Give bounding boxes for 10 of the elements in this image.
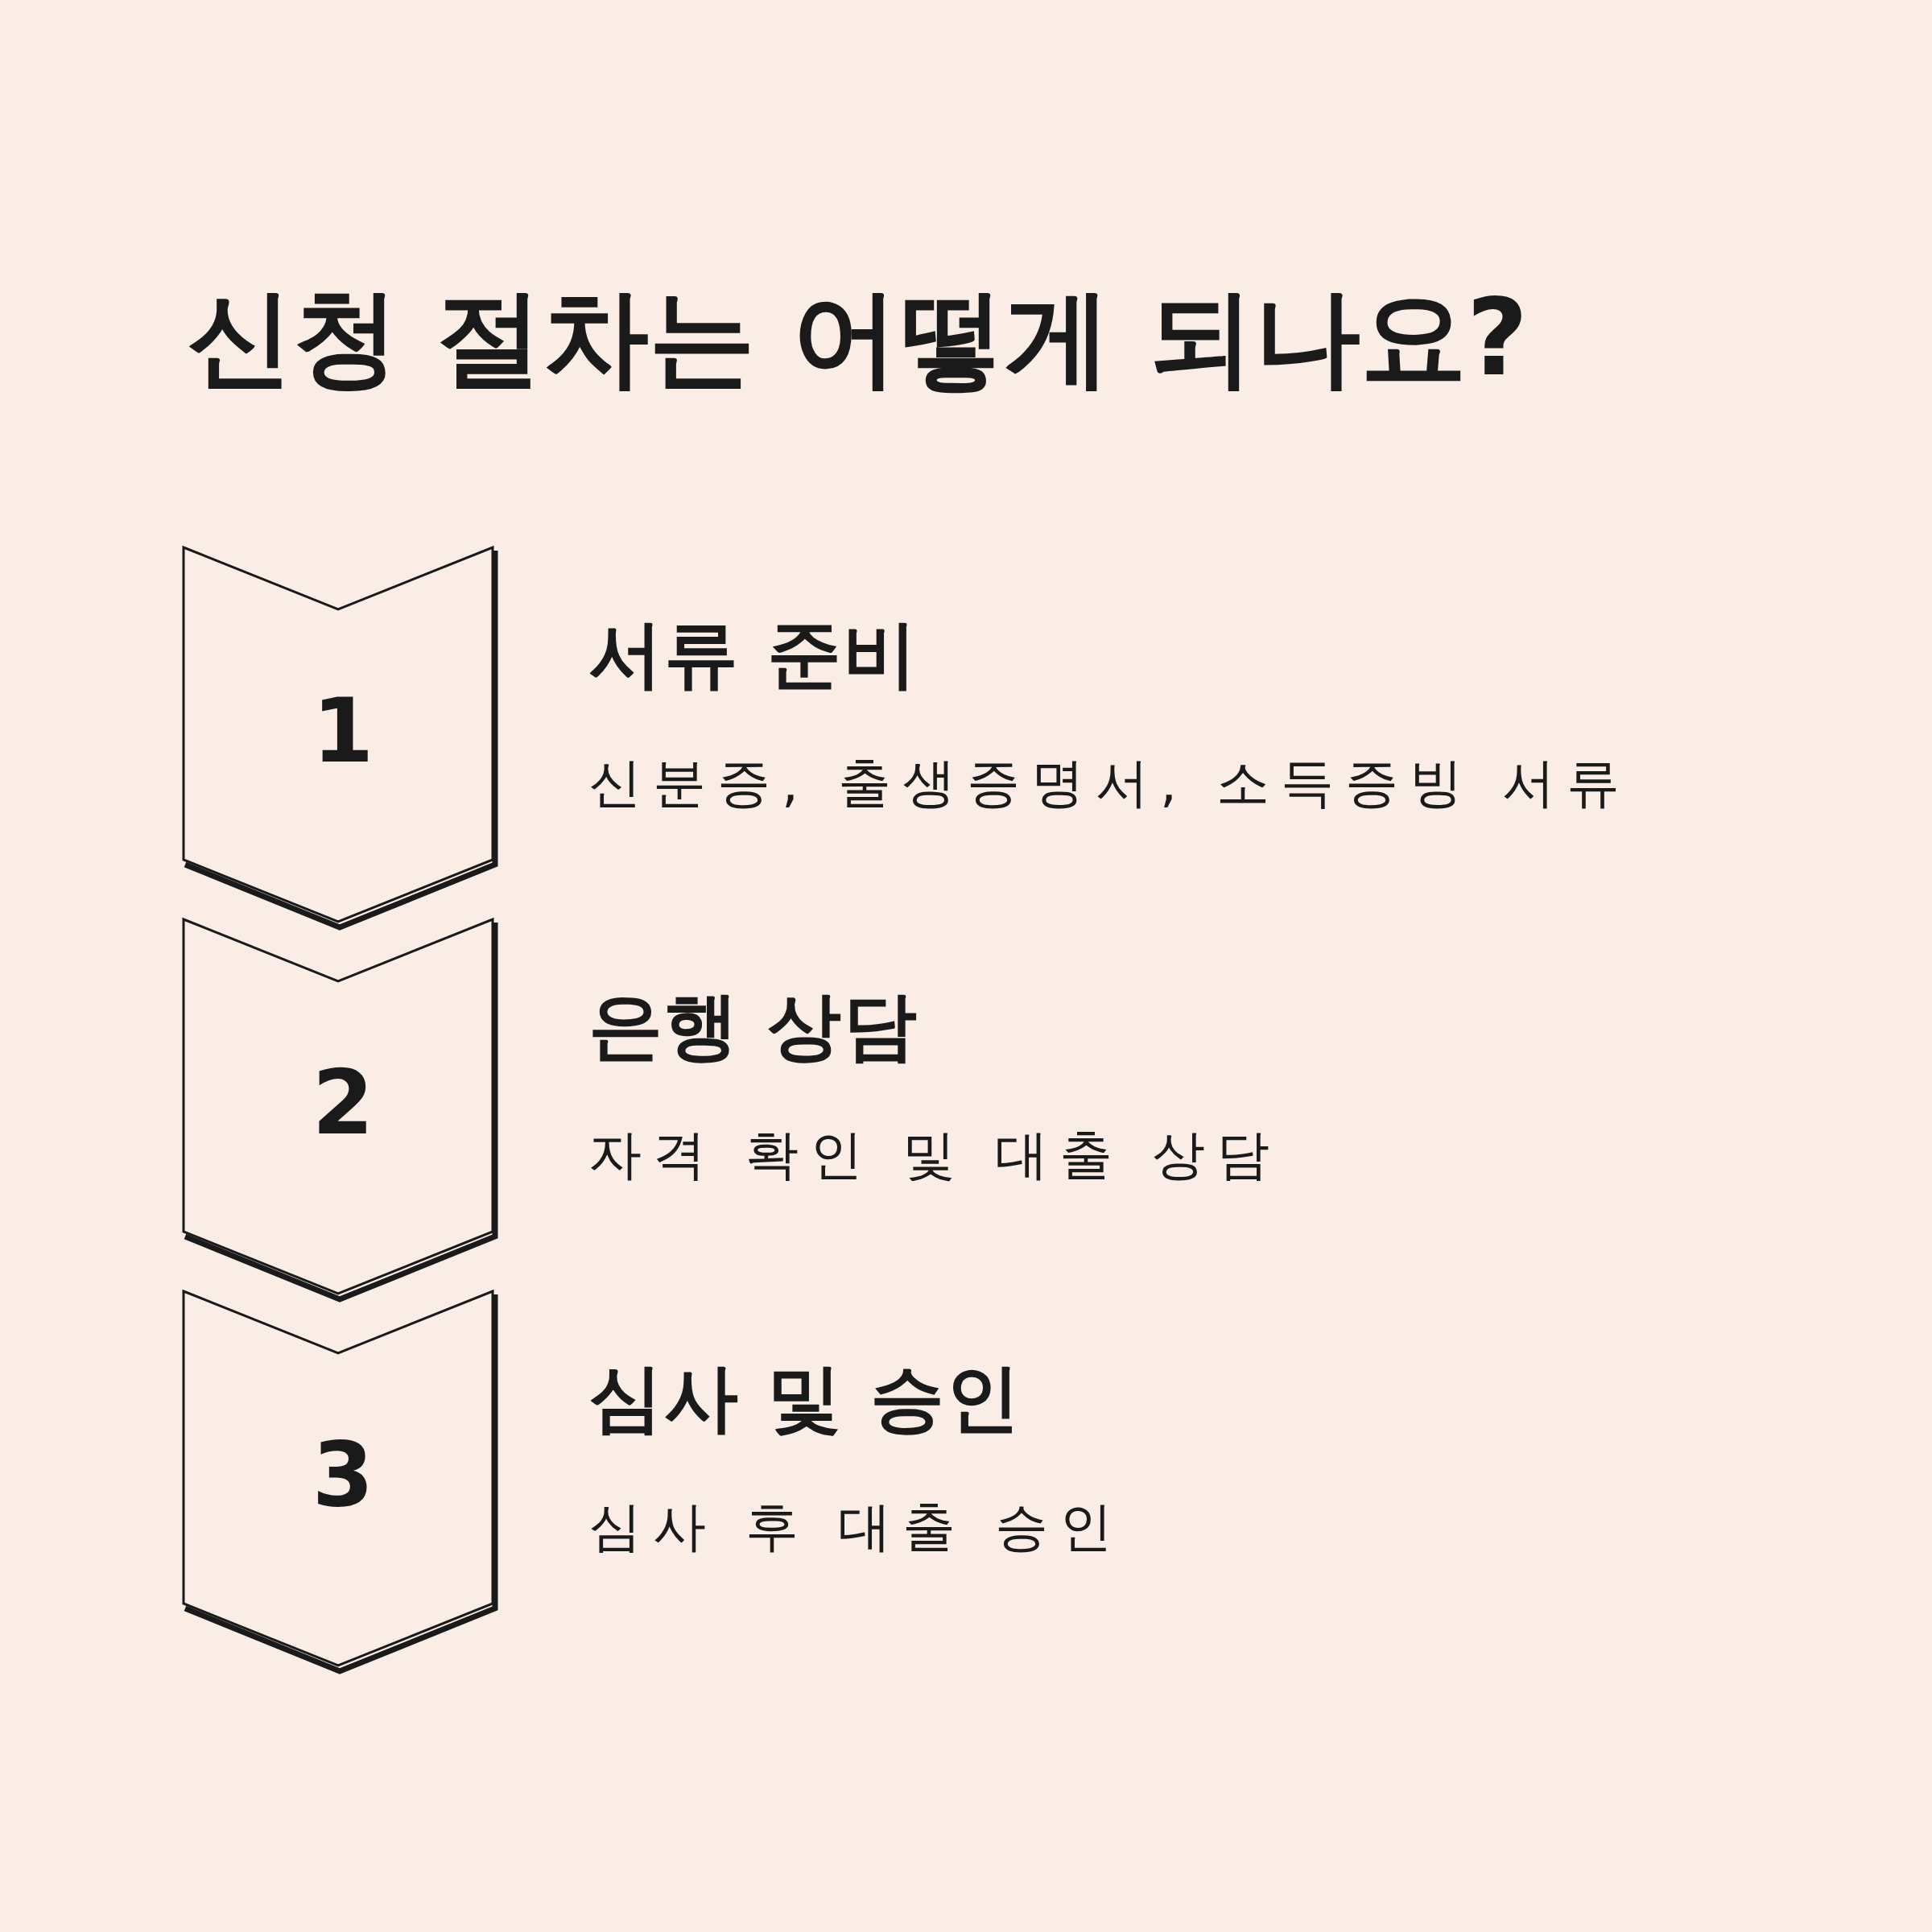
title: 신청 절차는 어떻게 되나요? xyxy=(187,275,1529,401)
step-description: 심사 후 대출 승인 xyxy=(588,1495,1124,1559)
step-description: 신분증, 출생증명서, 소득증빙 서류 xyxy=(588,751,1631,815)
step-heading: 서류 준비 xyxy=(588,610,919,699)
step-number: 2 xyxy=(311,1055,375,1152)
step-number: 3 xyxy=(311,1426,375,1524)
step-description: 자격 확인 및 대출 상담 xyxy=(588,1123,1281,1187)
step-number: 1 xyxy=(311,683,375,780)
step-heading: 은행 상담 xyxy=(588,982,919,1071)
step-heading: 심사 및 승인 xyxy=(588,1354,1022,1443)
